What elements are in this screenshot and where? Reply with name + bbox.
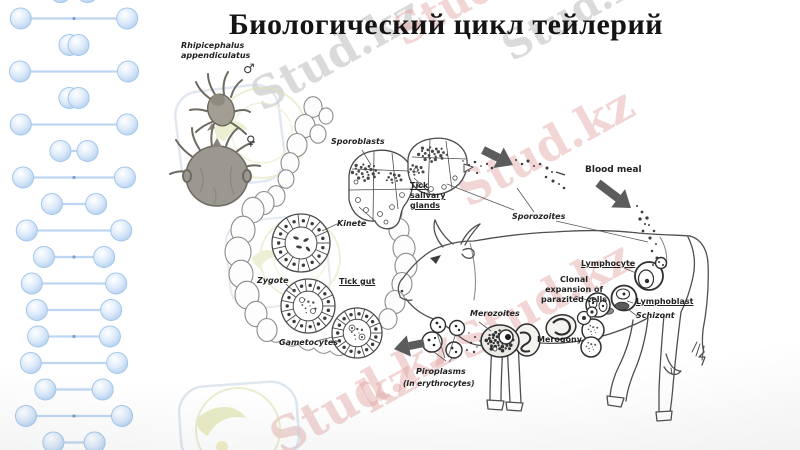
studkz-logo-watermark: [177, 380, 301, 450]
piroplasm-erythrocytes: [421, 316, 466, 359]
label-clonal-expansion: Clonal expansion of parazited cells: [540, 275, 608, 304]
label-piroplasms-note: (In erythrocytes): [403, 379, 475, 388]
label-merogony: Merogony: [537, 335, 582, 344]
label-lymphocyte: Lymphocyte: [581, 259, 636, 268]
sporoblast-cluster: [348, 149, 414, 230]
studkz-logo-watermark: [174, 83, 308, 190]
label-sporozoites: Sporozoites: [512, 212, 566, 221]
dna-helix-decoration: [9, 0, 139, 450]
female-symbol: ♀: [246, 134, 256, 149]
label-piroplasms: Piroplasms: [416, 367, 466, 376]
sporozoite-dots: [462, 159, 659, 354]
watermark-text: Stud.kz: [447, 76, 643, 217]
tick-species-label: Rhipicephalus appendiculatus: [181, 41, 251, 60]
label-tick-gut: Tick gut: [339, 277, 376, 286]
studkz-logo-watermark: [224, 214, 341, 310]
label-sporoblasts: Sporoblasts: [331, 137, 385, 146]
pointer-lines: [285, 149, 649, 363]
flow-arrows: [394, 146, 631, 357]
label-tick-salivary-glands: Tick salivary glands: [410, 181, 446, 210]
tick-male: [189, 71, 251, 135]
label-lymphoblast: Lymphoblast: [636, 297, 694, 306]
label-merozoites: Merozoites: [470, 309, 520, 318]
label-kinete: Kinete: [337, 219, 367, 228]
label-schizont: Schizont: [636, 311, 675, 320]
label-blood-meal: Blood meal: [585, 165, 642, 175]
male-symbol: ♂: [243, 62, 255, 77]
label-gametocytes: Gametocytes: [279, 338, 339, 347]
label-zygote: Zygote: [257, 276, 289, 285]
page-title: Биологический цикл тейлерий: [228, 8, 664, 41]
